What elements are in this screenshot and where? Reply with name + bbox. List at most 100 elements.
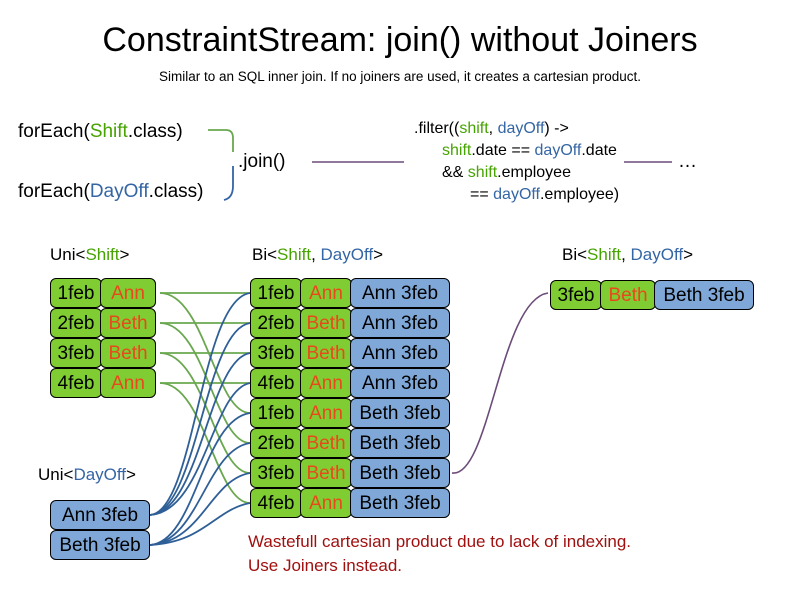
foreach-dayoff-type: DayOff — [89, 181, 149, 202]
cell-name: Ann — [300, 398, 352, 428]
foreach-dayoff-suffix: .class) — [148, 181, 204, 202]
cell-name: Ann — [100, 368, 156, 398]
cell-date: 2feb — [250, 308, 302, 338]
cell-name: Beth — [300, 308, 352, 338]
foreach-dayoff-prefix: forEach( — [18, 181, 90, 202]
filter-and-op: && — [442, 164, 468, 181]
foreach-shift-statement: forEach(Shift.class) — [18, 120, 183, 144]
cell-name: Beth — [100, 338, 156, 368]
header-bi-right-type1: Shift — [587, 245, 622, 264]
table-row[interactable]: Beth 3feb — [50, 530, 150, 560]
page-title: ConstraintStream: join() without Joiners — [102, 21, 698, 59]
page-subtitle: Similar to an SQL inner join. If no join… — [159, 69, 641, 84]
filter-comma: , — [488, 120, 498, 137]
header-bi-right-type2: DayOff — [630, 245, 684, 264]
header-bi-right-suffix: > — [683, 245, 694, 264]
header-uni-dayoff-type: DayOff — [73, 465, 127, 484]
cell-dayoff: Beth 3feb — [350, 428, 450, 458]
cell-dayoff: Ann 3feb — [350, 308, 450, 338]
cell-dayoff: Beth 3feb — [350, 488, 450, 518]
filter-line-3: && shift.employee — [414, 162, 619, 184]
filter-prefix: .filter(( — [414, 120, 460, 137]
cell-date: 1feb — [50, 278, 102, 308]
cell-name: Ann — [100, 278, 156, 308]
header-uni-shift: Uni<Shift> — [50, 244, 129, 266]
filter-shift-ref-1: shift — [442, 142, 472, 159]
header-bi-mid-type2: DayOff — [320, 245, 374, 264]
cell-date: 3feb — [550, 280, 602, 310]
header-uni-shift-type: Shift — [85, 245, 120, 264]
cell-dayoff: Ann 3feb — [350, 278, 450, 308]
ellipsis-label: … — [678, 151, 697, 172]
cell-date: 3feb — [250, 458, 302, 488]
cell-date: 2feb — [50, 308, 102, 338]
cell-name: Beth — [100, 308, 156, 338]
header-uni-dayoff: Uni<DayOff> — [38, 464, 136, 486]
cell-name: Beth — [600, 280, 656, 310]
header-uni-shift-prefix: Uni< — [50, 245, 86, 264]
filter-line-4: == dayOff.employee) — [414, 184, 619, 206]
header-uni-dayoff-suffix: > — [126, 465, 136, 484]
header-bi-right-prefix: Bi< — [562, 245, 588, 264]
filter-shift-ref-2: shift — [467, 164, 498, 181]
header-bi-mid-prefix: Bi< — [252, 245, 278, 264]
table-row[interactable]: Ann 3feb — [50, 500, 150, 530]
cell-date: 3feb — [50, 338, 102, 368]
filter-param-dayoff: dayOff — [497, 120, 545, 137]
cell-date: 1feb — [250, 278, 302, 308]
header-uni-dayoff-prefix: Uni< — [38, 465, 74, 484]
cell-date: 3feb — [250, 338, 302, 368]
warning-line-1: Wastefull cartesian product due to lack … — [248, 532, 632, 551]
header-bi-mid-suffix: > — [373, 245, 384, 264]
foreach-shift-type: Shift — [89, 121, 128, 142]
cell-dayoff: Beth 3feb — [350, 458, 450, 488]
filter-line-2: shift.date == dayOff.date — [414, 140, 619, 162]
cell-date: 4feb — [250, 488, 302, 518]
cell-name: Ann — [300, 278, 352, 308]
cell-dayoff: Beth 3feb — [654, 280, 754, 310]
header-bi-middle: Bi<Shift, DayOff> — [252, 244, 383, 266]
filter-lambda-arrow: ) -> — [544, 120, 569, 137]
cell-date: 4feb — [250, 368, 302, 398]
join-label: .join() — [238, 151, 286, 172]
filter-date-prop: .date — [581, 142, 617, 159]
header-bi-mid-type1: Shift — [277, 245, 312, 264]
warning-line-2: Use Joiners instead. — [248, 556, 403, 575]
cell-name: Beth — [300, 338, 352, 368]
filter-line-1: .filter((shift, dayOff) -> — [414, 118, 619, 140]
filter-employee-prop-1: .employee — [497, 164, 571, 181]
cell-date: 1feb — [250, 398, 302, 428]
cell-name: Ann — [300, 488, 352, 518]
cell-dayoff: Beth 3feb — [50, 530, 150, 560]
header-uni-shift-suffix: > — [119, 245, 130, 264]
foreach-shift-suffix: .class) — [127, 121, 183, 142]
foreach-shift-prefix: forEach( — [18, 121, 90, 142]
filter-statement: .filter((shift, dayOff) -> shift.date ==… — [414, 118, 619, 206]
cell-date: 4feb — [50, 368, 102, 398]
header-bi-mid-comma: , — [311, 245, 321, 264]
filter-dayoff-ref-2: dayOff — [493, 186, 540, 203]
filter-eq-op: == — [470, 186, 494, 203]
cell-date: 2feb — [250, 428, 302, 458]
filter-dayoff-ref-1: dayOff — [534, 142, 582, 159]
cell-name: Ann — [300, 368, 352, 398]
cell-name: Beth — [300, 458, 352, 488]
header-bi-right-comma: , — [621, 245, 631, 264]
cell-dayoff: Ann 3feb — [350, 368, 450, 398]
